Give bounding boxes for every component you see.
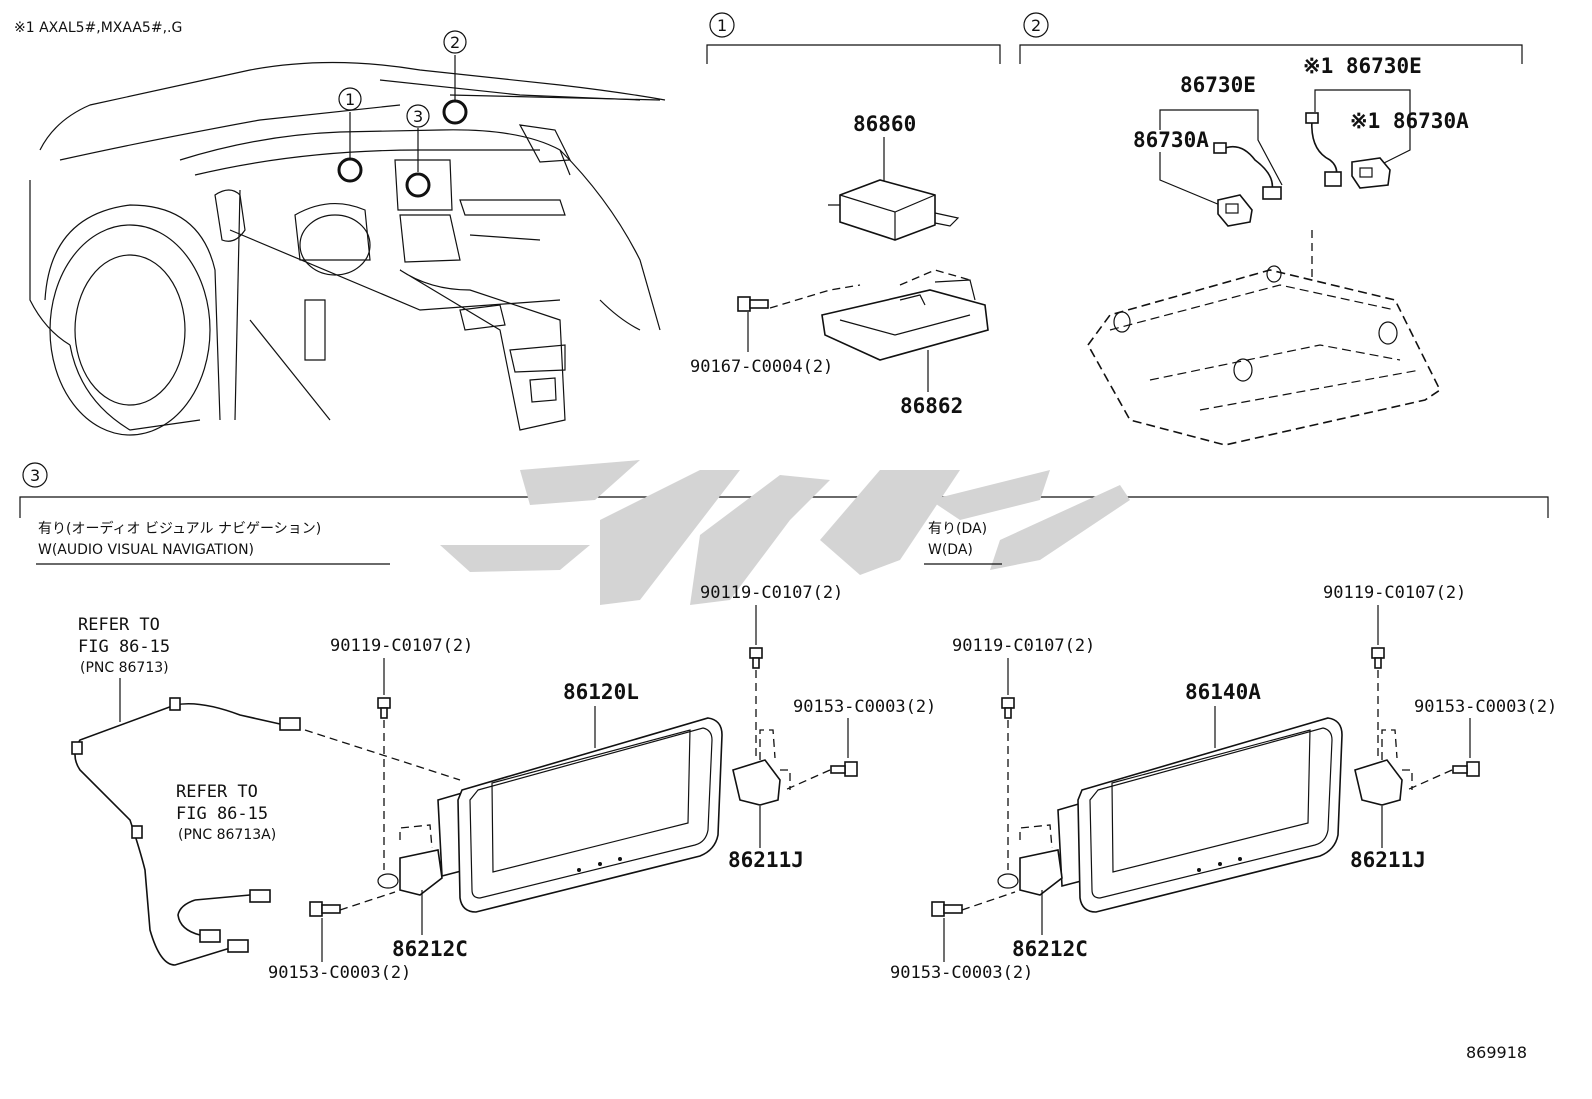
harness-86730E bbox=[1213, 142, 1282, 200]
part-86862-label: 86862 bbox=[900, 394, 963, 418]
bracket-86211J-right bbox=[1354, 729, 1413, 806]
refer2-line3: (PNC 86713A) bbox=[178, 827, 276, 843]
section-1: 1 86860 90167-C0004(2) 86862 bbox=[690, 12, 1001, 418]
bracket-86212C-left bbox=[377, 824, 443, 896]
bracket-86212C-right bbox=[997, 824, 1063, 896]
bracket-right-label-da: 86211J bbox=[1350, 848, 1426, 872]
part-86860-label: 86860 bbox=[853, 112, 916, 136]
part-86140A-label: 86140A bbox=[1185, 680, 1261, 704]
refer1-line1: REFER TO bbox=[78, 615, 160, 635]
bolt-top-right-label-da: 90119-C0107(2) bbox=[1323, 583, 1466, 603]
bolt-top-left-da bbox=[1001, 697, 1015, 719]
part-86730E-label: 86730E bbox=[1180, 73, 1256, 97]
callout-2-overview: 2 bbox=[450, 33, 460, 52]
bolt-top-right bbox=[749, 647, 763, 669]
part-90167-label: 90167-C0004(2) bbox=[690, 357, 833, 377]
section-3: 3 有り(オーディオ ビジュアル ナビゲーション) W(AUDIO VISUAL… bbox=[19, 460, 1557, 983]
watermark-logo bbox=[440, 460, 1130, 605]
overhead-console bbox=[1087, 265, 1442, 446]
vehicle-dashboard-view: 1 2 3 bbox=[29, 30, 666, 436]
connector-86730A-alt bbox=[1351, 157, 1391, 189]
bolt-side-left-label: 90153-C0003(2) bbox=[268, 963, 411, 983]
refer2-line2: FIG 86-15 bbox=[176, 804, 268, 824]
section-2: 2 86730E 86730A ※1 86730E ※1 86730A bbox=[1019, 12, 1523, 446]
callout-1: 1 bbox=[717, 16, 727, 35]
part-86120L-label: 86120L bbox=[563, 680, 639, 704]
bolt-top-right-da bbox=[1371, 647, 1385, 669]
bolt-side-left bbox=[309, 901, 341, 917]
wire-harness bbox=[71, 697, 301, 966]
condition-en-left: W(AUDIO VISUAL NAVIGATION) bbox=[38, 542, 254, 558]
bolt-side-left-da bbox=[931, 901, 963, 917]
callout-2: 2 bbox=[1031, 16, 1041, 35]
bracket-left-label: 86212C bbox=[392, 937, 468, 961]
bolt-top-left bbox=[377, 697, 391, 719]
bolt-side-right-da bbox=[1452, 761, 1480, 777]
display-86120L bbox=[437, 717, 723, 913]
bracket-86211J-left bbox=[732, 729, 791, 806]
bolt-top-left-label: 90119-C0107(2) bbox=[330, 636, 473, 656]
bolt-side-right-label: 90153-C0003(2) bbox=[793, 697, 936, 717]
variant-audio-visual-navigation: 有り(オーディオ ビジュアル ナビゲーション) W(AUDIO VISUAL N… bbox=[36, 520, 936, 983]
refer2-line1: REFER TO bbox=[176, 782, 258, 802]
callout-3-overview: 3 bbox=[413, 107, 423, 126]
condition-jp-right: 有り(DA) bbox=[928, 521, 987, 537]
condition-jp-left: 有り(オーディオ ビジュアル ナビゲーション) bbox=[38, 520, 321, 537]
callout-1-overview: 1 bbox=[345, 90, 355, 109]
bracket-left-label-da: 86212C bbox=[1012, 937, 1088, 961]
callout-3: 3 bbox=[30, 466, 40, 485]
bolt-90167 bbox=[737, 296, 769, 312]
ecu-bracket bbox=[821, 279, 989, 361]
connector-86730A bbox=[1217, 194, 1253, 227]
bolt-side-right bbox=[830, 761, 858, 777]
harness-86730E-alt bbox=[1305, 112, 1342, 187]
refer1-line2: FIG 86-15 bbox=[78, 637, 170, 657]
part-86730A-label: 86730A bbox=[1133, 128, 1209, 152]
bolt-top-left-label-da: 90119-C0107(2) bbox=[952, 636, 1095, 656]
variant-da: 有り(DA) W(DA) 86140A 90119-C0107(2) bbox=[890, 521, 1557, 983]
applicability-note: ※1 AXAL5#,MXAA5#,.G bbox=[14, 20, 182, 36]
ecu-module bbox=[828, 179, 960, 241]
part-86730A-alt-label: ※1 86730A bbox=[1350, 109, 1469, 133]
part-86730E-alt-label: ※1 86730E bbox=[1303, 54, 1422, 78]
condition-en-right: W(DA) bbox=[928, 542, 973, 558]
refer1-line3: (PNC 86713) bbox=[80, 660, 169, 676]
bolt-side-left-label-da: 90153-C0003(2) bbox=[890, 963, 1033, 983]
figure-number: 869918 bbox=[1466, 1043, 1527, 1062]
display-86140A bbox=[1057, 717, 1343, 913]
bracket-right-label: 86211J bbox=[728, 848, 804, 872]
bolt-top-right-label: 90119-C0107(2) bbox=[700, 583, 843, 603]
bolt-side-right-label-da: 90153-C0003(2) bbox=[1414, 697, 1557, 717]
